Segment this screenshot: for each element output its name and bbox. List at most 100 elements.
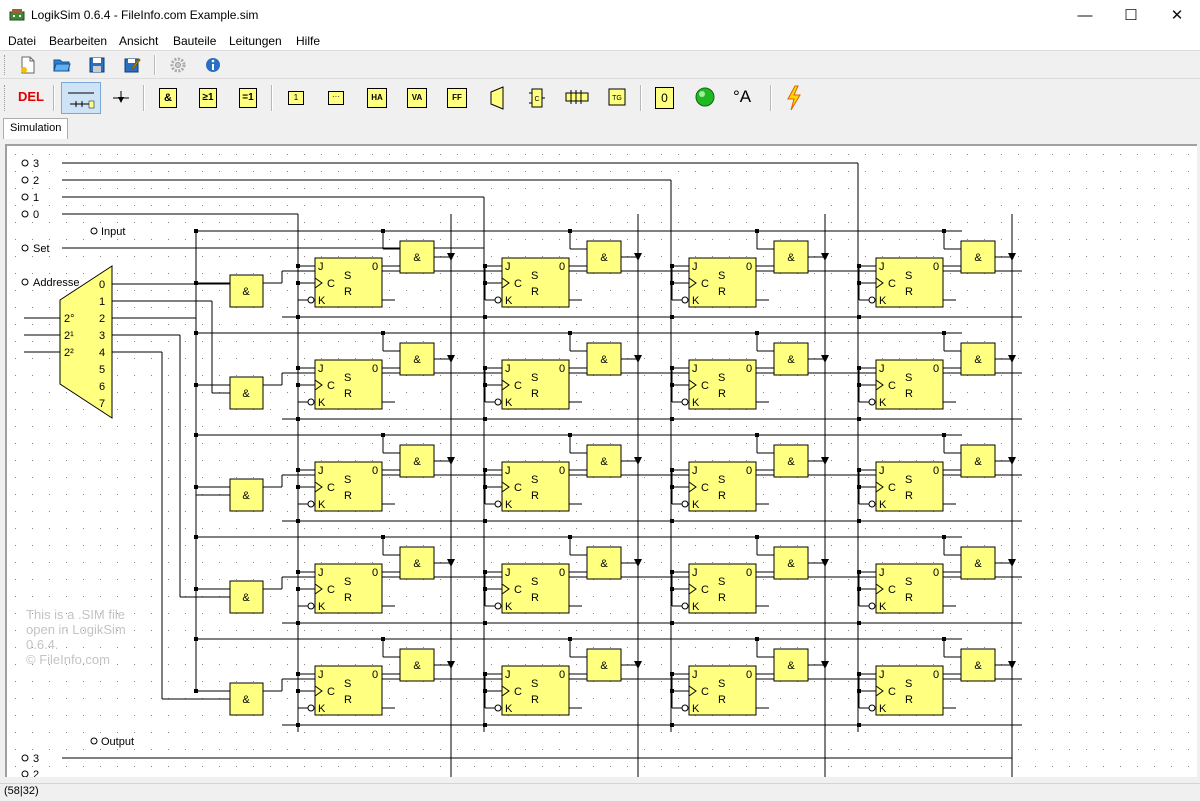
- jk-flipflop[interactable]: [314, 257, 383, 308]
- output-and-gate[interactable]: [773, 342, 809, 376]
- input-pin-2[interactable]: [21, 176, 29, 184]
- and-gate-button[interactable]: &: [159, 88, 177, 108]
- save-icon[interactable]: [88, 56, 106, 74]
- menu-bauteile[interactable]: Bauteile: [173, 34, 217, 48]
- jk-flipflop[interactable]: [688, 665, 757, 716]
- jk-flipflop[interactable]: [875, 563, 944, 614]
- output-and-gate[interactable]: [399, 444, 435, 478]
- open-folder-icon[interactable]: [53, 56, 71, 74]
- output-and-gate[interactable]: [586, 240, 622, 274]
- text-label-button[interactable]: °A: [733, 87, 752, 106]
- jk-flipflop[interactable]: [501, 461, 570, 512]
- jk-flipflop[interactable]: [875, 257, 944, 308]
- set-pin[interactable]: [21, 244, 29, 252]
- delete-button[interactable]: DEL: [18, 89, 44, 104]
- minimize-button[interactable]: —: [1077, 7, 1093, 24]
- and-gate[interactable]: [229, 274, 264, 308]
- flipflop-button[interactable]: FF: [447, 88, 467, 108]
- xor-gate-button[interactable]: =1: [239, 88, 257, 108]
- output-and-gate[interactable]: [773, 444, 809, 478]
- menu-datei[interactable]: Datei: [8, 34, 37, 48]
- led-lamp-icon[interactable]: [694, 86, 716, 108]
- output-and-gate[interactable]: [960, 240, 996, 274]
- address-pin[interactable]: [21, 278, 29, 286]
- jk-flipflop[interactable]: [314, 359, 383, 410]
- delay-button[interactable]: ···: [328, 91, 344, 105]
- jk-flipflop[interactable]: [314, 665, 383, 716]
- output-and-gate[interactable]: [399, 648, 435, 682]
- and-gate[interactable]: [229, 682, 264, 716]
- and-gate[interactable]: [229, 478, 264, 512]
- and-gate[interactable]: [229, 580, 264, 614]
- output-and-gate[interactable]: [960, 546, 996, 580]
- demultiplexer[interactable]: [59, 265, 113, 419]
- maximize-button[interactable]: ☐: [1124, 7, 1138, 24]
- counter-chip-icon[interactable]: C: [528, 87, 546, 109]
- jk-flipflop[interactable]: [501, 665, 570, 716]
- output-and-gate[interactable]: [586, 546, 622, 580]
- full-adder-button[interactable]: VA: [407, 88, 427, 108]
- wire-mode-button[interactable]: [61, 82, 101, 114]
- jk-flipflop[interactable]: [688, 257, 757, 308]
- ff-label-r: R: [718, 286, 726, 298]
- clock-generator-icon[interactable]: TG: [607, 88, 627, 106]
- and-gate[interactable]: [229, 376, 264, 410]
- info-icon[interactable]: [204, 56, 222, 74]
- register-icon[interactable]: [565, 90, 589, 104]
- jk-flipflop[interactable]: [875, 665, 944, 716]
- jk-flipflop[interactable]: [501, 359, 570, 410]
- jk-flipflop[interactable]: [688, 563, 757, 614]
- output-and-gate[interactable]: [960, 342, 996, 376]
- wire-junction: [483, 468, 487, 472]
- demux-output-label: 1: [99, 296, 105, 308]
- save-as-icon[interactable]: [123, 56, 141, 74]
- jk-flipflop[interactable]: [314, 461, 383, 512]
- constant-zero-button[interactable]: 0: [655, 87, 674, 109]
- demux-output-label: 5: [99, 364, 105, 376]
- output-and-gate[interactable]: [773, 648, 809, 682]
- jk-flipflop[interactable]: [688, 359, 757, 410]
- output-pin-3[interactable]: [21, 754, 29, 762]
- menu-leitungen[interactable]: Leitungen: [229, 34, 282, 48]
- multiplexer-icon[interactable]: [488, 86, 506, 110]
- tab-simulation[interactable]: Simulation: [3, 118, 69, 139]
- output-and-gate[interactable]: [960, 648, 996, 682]
- input-pin[interactable]: [90, 227, 98, 235]
- jk-flipflop[interactable]: [875, 461, 944, 512]
- output-and-gate[interactable]: [399, 342, 435, 376]
- input-pin-1[interactable]: [21, 193, 29, 201]
- output-pin[interactable]: [90, 737, 98, 745]
- jk-flipflop[interactable]: [501, 563, 570, 614]
- ff-label-r: R: [344, 388, 352, 400]
- menu-hilfe[interactable]: Hilfe: [296, 34, 321, 48]
- input-pin-3[interactable]: [21, 159, 29, 167]
- settings-gear-icon[interactable]: [169, 56, 187, 74]
- circuit-diagram[interactable]: 3210InputSetAddresseOutput322°2¹2²012345…: [7, 146, 1197, 777]
- menu-bearbeiten[interactable]: Bearbeiten: [49, 34, 108, 48]
- jk-flipflop[interactable]: [875, 359, 944, 410]
- output-and-gate[interactable]: [960, 444, 996, 478]
- bus-arrow: [821, 355, 829, 363]
- buffer-button[interactable]: 1: [288, 91, 304, 105]
- input-pin-0[interactable]: [21, 210, 29, 218]
- output-and-gate[interactable]: [773, 240, 809, 274]
- half-adder-button[interactable]: HA: [367, 88, 387, 108]
- close-button[interactable]: ✕: [1170, 7, 1184, 24]
- or-gate-button[interactable]: ≥1: [199, 88, 217, 108]
- menu-ansicht[interactable]: Ansicht: [119, 34, 159, 48]
- jk-flipflop[interactable]: [314, 563, 383, 614]
- wire-node-icon[interactable]: [111, 89, 131, 107]
- output-and-gate[interactable]: [399, 546, 435, 580]
- output-pin-2[interactable]: [21, 770, 29, 777]
- simulate-lightning-icon[interactable]: [785, 85, 803, 111]
- output-and-gate[interactable]: [586, 342, 622, 376]
- jk-flipflop[interactable]: [688, 461, 757, 512]
- output-and-gate[interactable]: [773, 546, 809, 580]
- output-and-gate[interactable]: [399, 240, 435, 274]
- jk-flipflop[interactable]: [501, 257, 570, 308]
- new-file-icon[interactable]: [19, 56, 37, 74]
- output-and-gate[interactable]: [586, 648, 622, 682]
- output-and-gate[interactable]: [586, 444, 622, 478]
- ff-label-c: C: [327, 278, 335, 290]
